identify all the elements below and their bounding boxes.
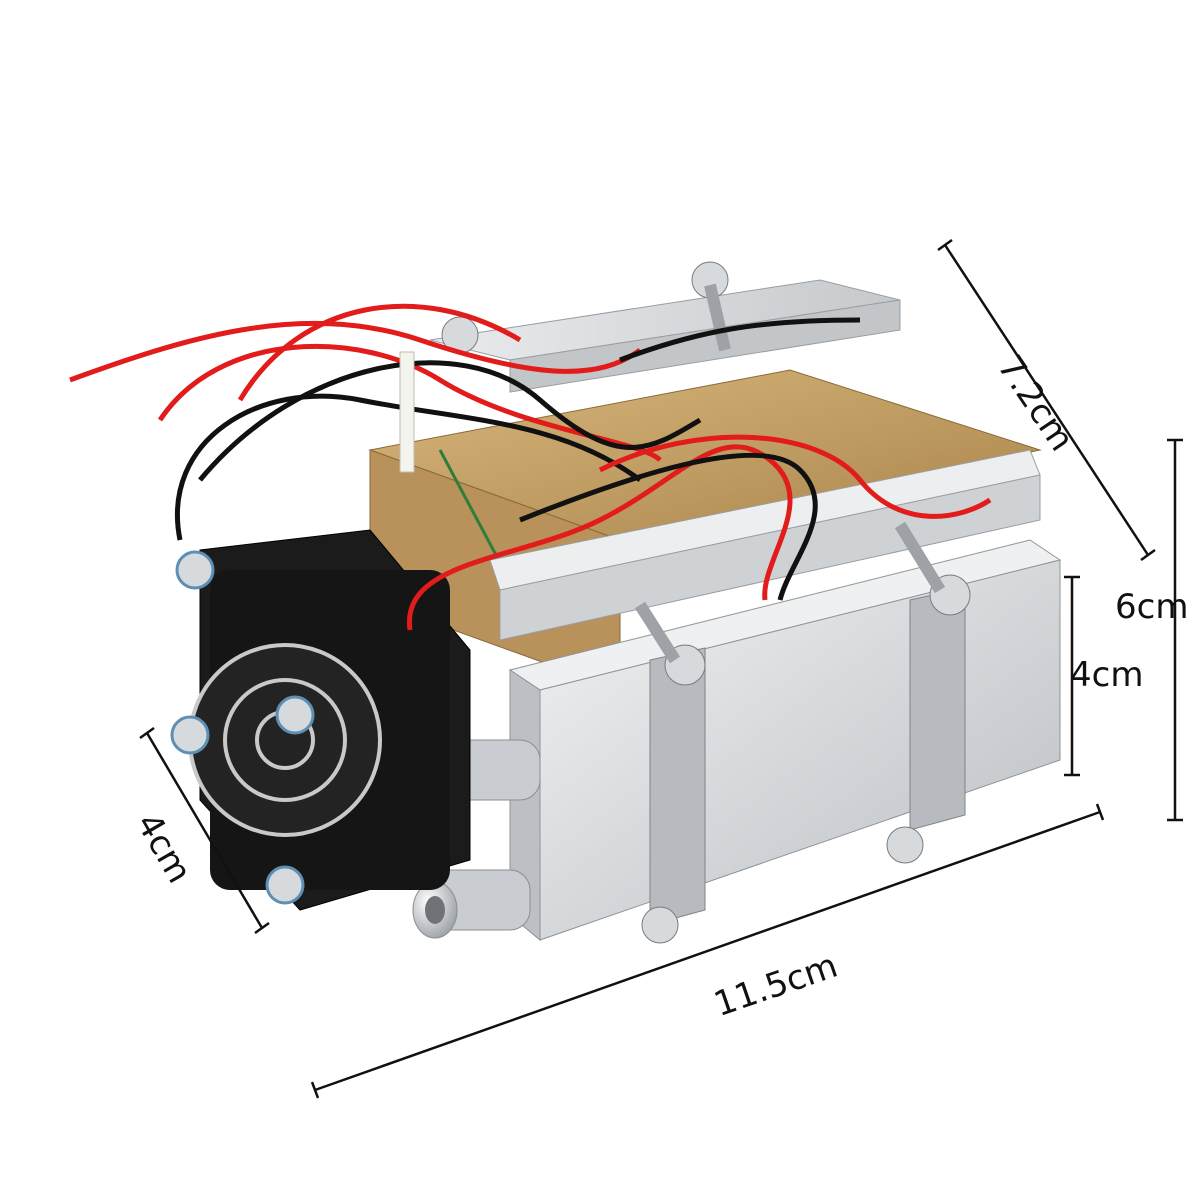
bolt-heads bbox=[441, 261, 971, 944]
cable-tie bbox=[399, 351, 415, 473]
middle-aluminum-plate bbox=[489, 449, 1041, 641]
dimension-lines bbox=[139, 238, 1183, 1099]
cooling-fan bbox=[170, 529, 471, 911]
block-height-dimension-label: 4cm bbox=[1070, 655, 1144, 695]
total-height-dimension-label: 6cm bbox=[1115, 587, 1189, 627]
clamp-straps bbox=[649, 587, 966, 926]
power-wires bbox=[69, 303, 992, 631]
